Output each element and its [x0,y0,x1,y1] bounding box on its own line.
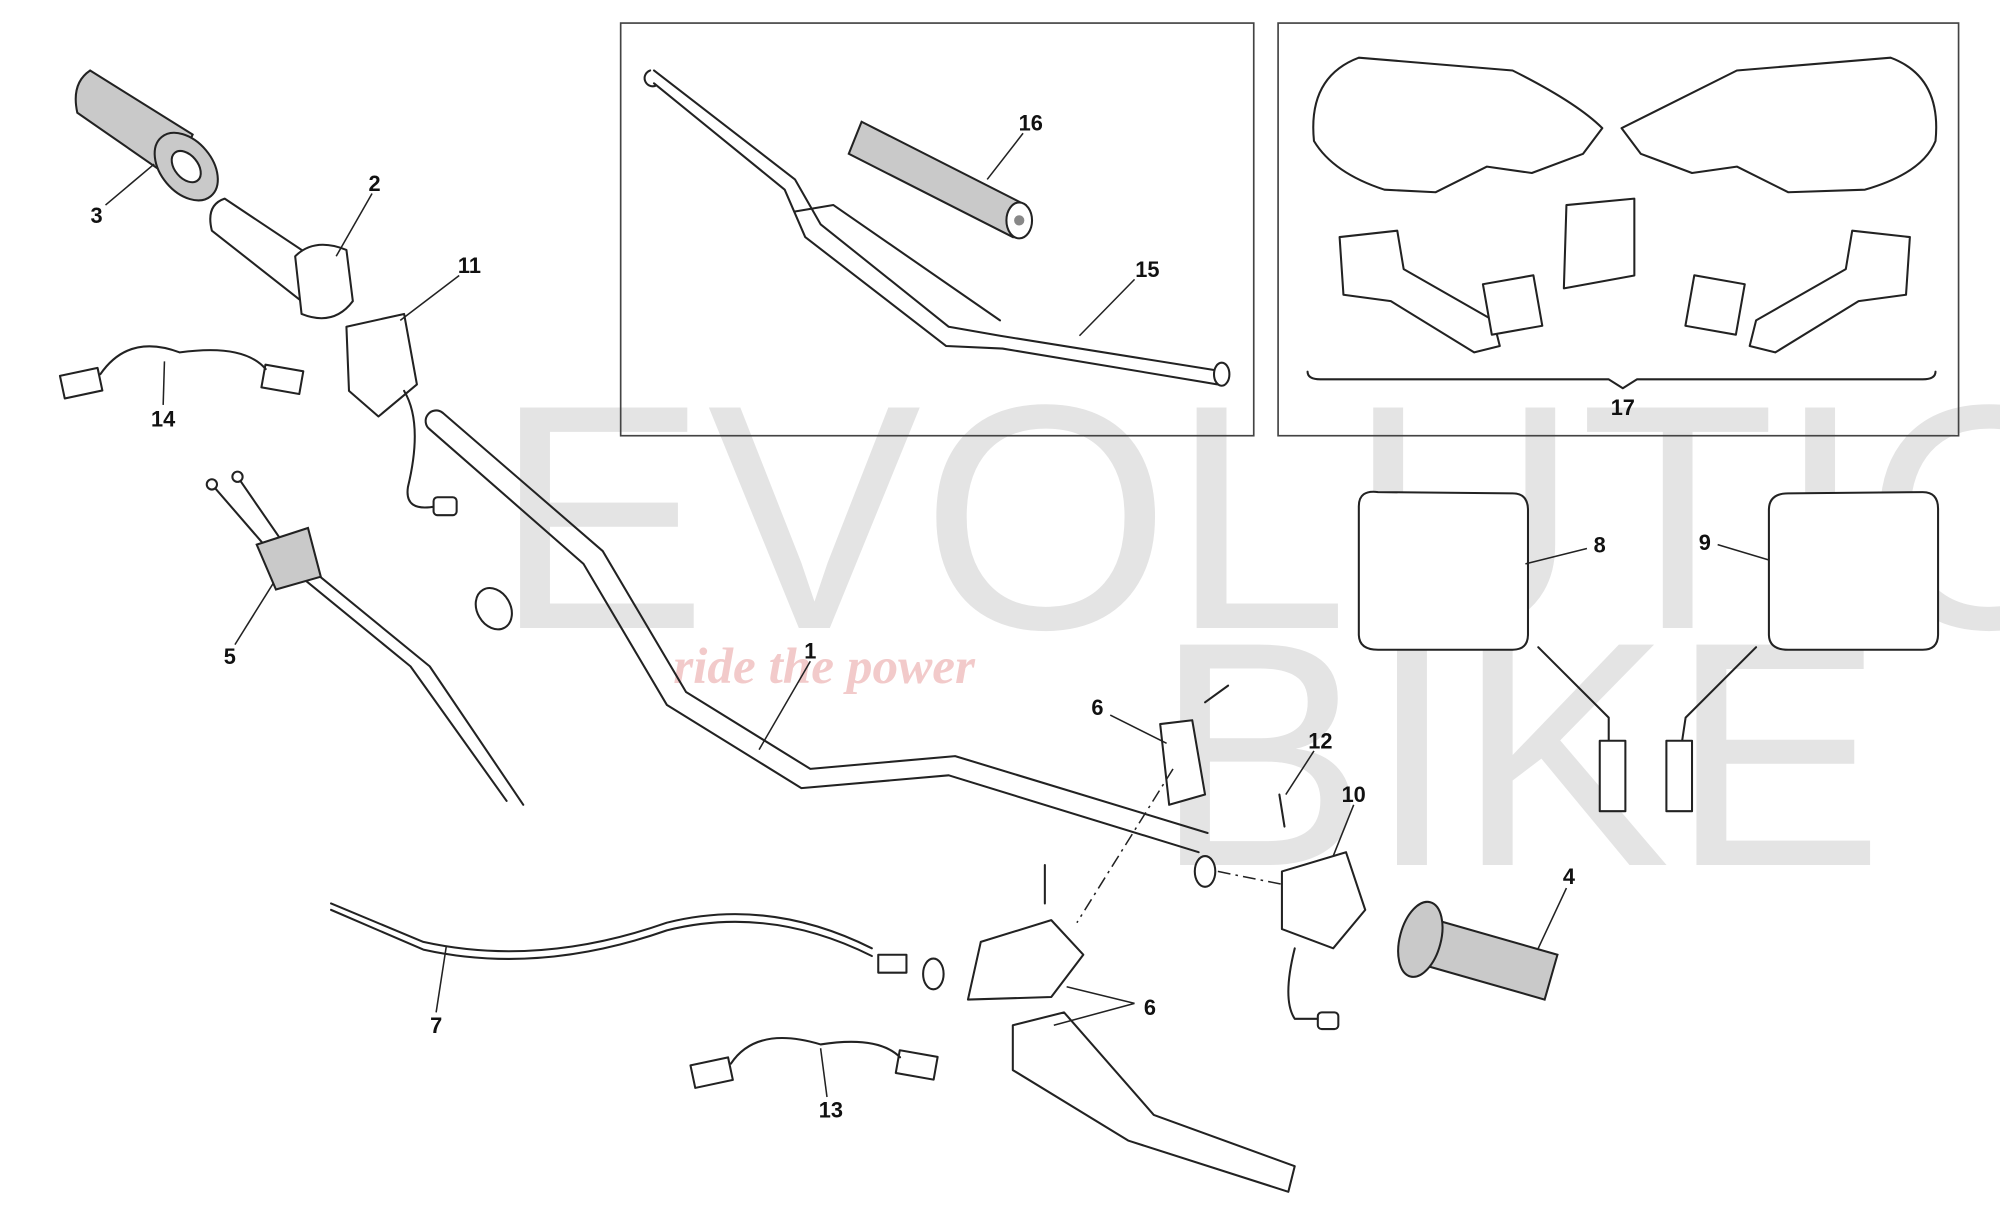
part-15-handlebar [643,69,1231,387]
watermark: EVOLUTIOn BIKE ride the power [494,338,2000,933]
part-16-bar-pad [847,120,1034,240]
part-14-wiring-harness [58,345,305,400]
part-2-throttle [209,197,354,320]
part-1-handlebar [424,409,1217,888]
callout-5: 5 [224,644,236,669]
callout-3: 3 [90,203,102,228]
part-11-left-switch [345,312,458,517]
callout-2: 2 [369,171,381,196]
part-4-right-grip [1397,900,1559,1001]
part-10-right-switch [1217,851,1367,1031]
part-13-wiring-harness [689,1037,939,1089]
callout-12: 12 [1308,728,1332,753]
part-17-handguard-kit [1306,56,1938,390]
part-3-left-grip [74,69,219,202]
inset-box-handguards [1277,22,1960,437]
part-8-left-mirror [1357,490,1627,813]
watermark-tagline: ride the power [673,638,976,695]
callout-6b: 6 [1144,995,1156,1020]
callout-13: 13 [819,1097,843,1122]
callout-16: 16 [1019,111,1043,136]
part-6-lever-assembly [966,684,1296,1193]
callout-17: 17 [1611,395,1635,420]
callout-9: 9 [1699,530,1711,555]
callout-15: 15 [1135,257,1159,282]
callout-10: 10 [1342,782,1366,807]
watermark-brand: EVOLUTIOn [494,338,2000,696]
callout-4: 4 [1563,864,1575,889]
part-5-throttle-cables [205,470,525,806]
part-12-pin [1278,793,1286,828]
callout-14: 14 [151,407,175,432]
callout-11: 11 [458,253,481,278]
leader-lines [105,132,1770,1098]
callout-7: 7 [430,1013,442,1038]
callout-8: 8 [1594,532,1606,557]
callout-6a: 6 [1091,695,1103,720]
part-7-clutch-cable [330,902,945,991]
inset-box-handlebar-kit [619,22,1255,437]
cable-clamp [474,587,513,631]
callout-1: 1 [804,639,816,664]
part-9-right-mirror [1665,491,1940,813]
